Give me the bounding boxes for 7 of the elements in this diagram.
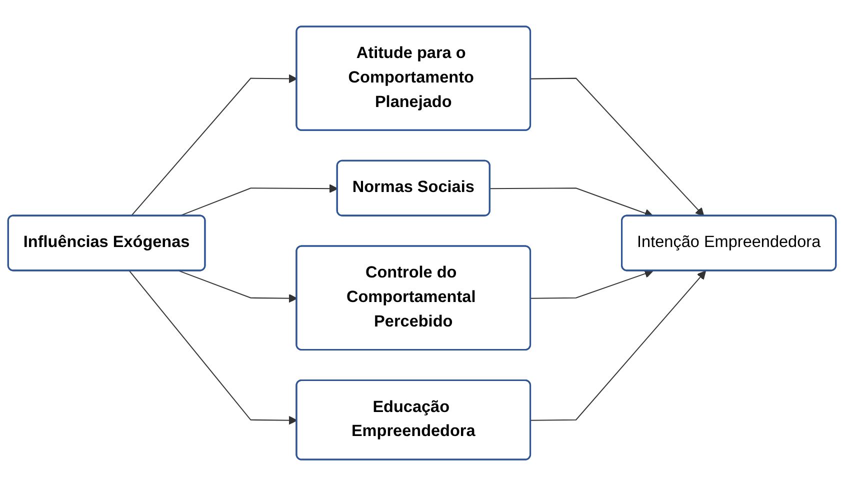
arrow [530, 269, 654, 299]
arrow [530, 270, 706, 421]
arrow [178, 270, 298, 303]
arrow [490, 188, 654, 218]
arrow [129, 270, 298, 425]
arrow [130, 74, 298, 216]
arrow [530, 78, 704, 216]
